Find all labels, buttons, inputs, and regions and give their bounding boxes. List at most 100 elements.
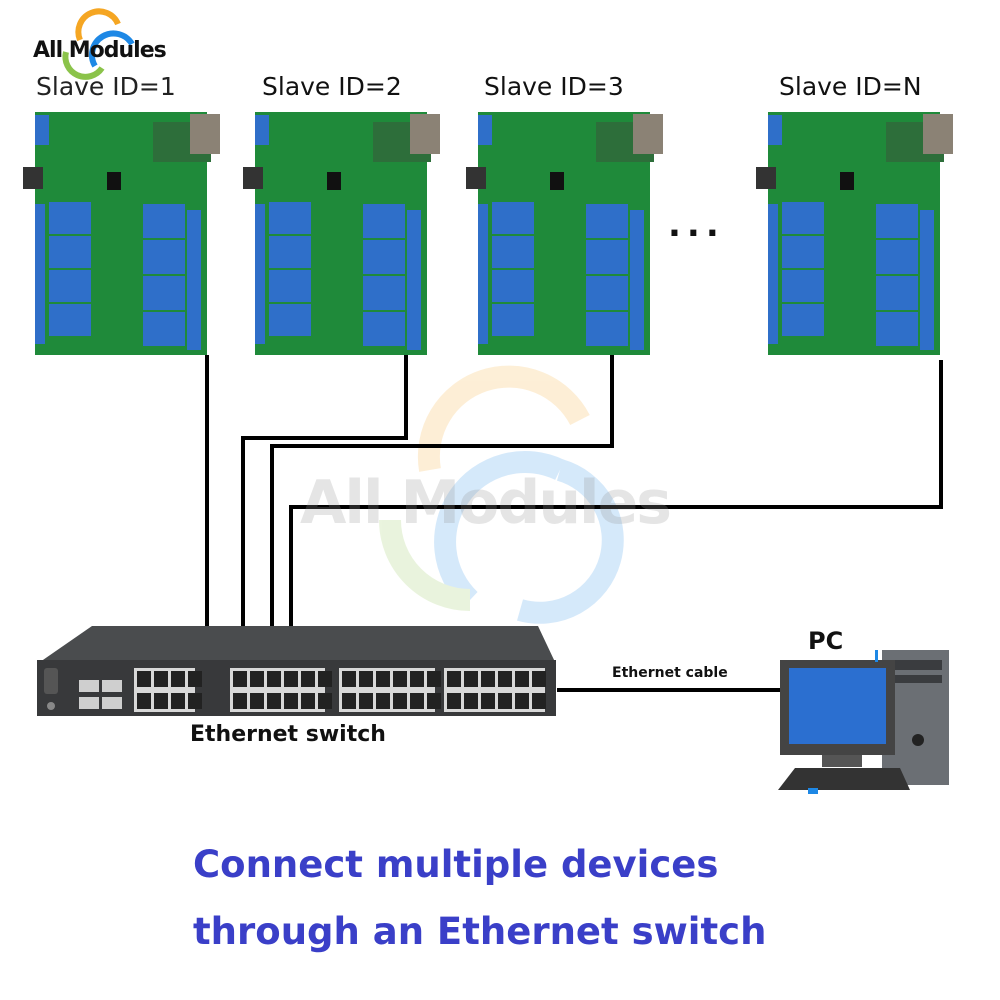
cable-device-n [289, 360, 943, 680]
rj45-port-icon [410, 114, 440, 154]
switch-port-icon [318, 671, 332, 687]
switch-port-icon [233, 693, 247, 709]
relay-icon [363, 276, 405, 310]
relay-icon [269, 304, 311, 336]
relay-icon [782, 202, 824, 234]
switch-port-icon [301, 671, 315, 687]
relay-icon [492, 304, 534, 336]
relay-icon [876, 240, 918, 274]
switch-port-icon [376, 671, 390, 687]
relay-icon [143, 276, 185, 310]
switch-port-icon [393, 693, 407, 709]
switch-port-icon [498, 693, 512, 709]
switch-port-icon [188, 693, 202, 709]
switch-port-icon [267, 693, 281, 709]
switch-port-icon [464, 693, 478, 709]
relay-icon [269, 236, 311, 268]
switch-port-icon [376, 693, 390, 709]
caption-line-1: Connect multiple devices [193, 843, 719, 886]
device-label-n: Slave ID=N [779, 72, 922, 101]
switch-port-icon [359, 693, 373, 709]
switch-port-icon [532, 671, 546, 687]
switch-port-icon [481, 671, 495, 687]
relay-icon [49, 202, 91, 234]
relay-board-3 [466, 112, 663, 355]
relay-icon [49, 270, 91, 302]
switch-port-icon [515, 671, 529, 687]
switch-port-icon [342, 693, 356, 709]
switch-port-icon [410, 693, 424, 709]
switch-port-icon [515, 693, 529, 709]
switch-port-icon [481, 693, 495, 709]
switch-port-icon [318, 693, 332, 709]
switch-port-icon [154, 693, 168, 709]
switch-port-icon [188, 671, 202, 687]
rj45-port-icon [633, 114, 663, 154]
cable-device-3 [270, 355, 614, 680]
switch-port-icon [427, 693, 441, 709]
switch-port-icon [342, 671, 356, 687]
switch-port-icon [154, 671, 168, 687]
relay-icon [586, 204, 628, 238]
switch-port-icon [284, 693, 298, 709]
relay-icon [363, 240, 405, 274]
watermark-logo [379, 365, 624, 624]
ethernet-switch [37, 626, 556, 716]
relay-icon [363, 204, 405, 238]
relay-board-2 [243, 112, 440, 355]
relay-board-1 [23, 112, 220, 355]
relay-icon [269, 270, 311, 302]
switch-port-icon [532, 693, 546, 709]
switch-port-icon [410, 671, 424, 687]
relay-icon [876, 204, 918, 238]
relay-icon [49, 236, 91, 268]
pc-label: PC [808, 627, 844, 655]
switch-port-icon [171, 671, 185, 687]
relay-icon [782, 236, 824, 268]
relay-icon [269, 202, 311, 234]
relay-icon [143, 312, 185, 346]
device-label-3: Slave ID=3 [484, 72, 624, 101]
relay-icon [876, 312, 918, 346]
pc-computer [778, 650, 949, 794]
rj45-port-icon [190, 114, 220, 154]
relay-icon [492, 202, 534, 234]
relay-icon [363, 312, 405, 346]
switch-port-icon [447, 693, 461, 709]
switch-port-icon [137, 671, 151, 687]
switch-port-icon [393, 671, 407, 687]
logo-text: All Modules [33, 38, 167, 63]
relay-icon [143, 240, 185, 274]
switch-port-icon [250, 693, 264, 709]
switch-port-icon [233, 671, 247, 687]
switch-port-icon [301, 693, 315, 709]
relay-icon [782, 304, 824, 336]
relay-board-4 [756, 112, 953, 355]
switch-port-icon [250, 671, 264, 687]
relay-icon [492, 270, 534, 302]
device-label-2: Slave ID=2 [262, 72, 402, 101]
relay-icon [49, 304, 91, 336]
relay-icon [143, 204, 185, 238]
relay-icon [586, 240, 628, 274]
relay-icon [586, 312, 628, 346]
watermark-text: All Modules [300, 468, 672, 538]
switch-port-icon [284, 671, 298, 687]
relay-icon [876, 276, 918, 310]
switch-port-icon [267, 671, 281, 687]
switch-port-icon [427, 671, 441, 687]
switch-port-icon [447, 671, 461, 687]
logo-icon [62, 8, 135, 80]
ethernet-cables [205, 355, 943, 692]
switch-port-icon [464, 671, 478, 687]
relay-icon [492, 236, 534, 268]
relay-icon [782, 270, 824, 302]
cable-label: Ethernet cable [612, 665, 728, 681]
cable-device-2 [241, 355, 408, 680]
switch-port-icon [498, 671, 512, 687]
rj45-port-icon [923, 114, 953, 154]
relay-icon [586, 276, 628, 310]
device-label-1: Slave ID=1 [36, 72, 176, 101]
